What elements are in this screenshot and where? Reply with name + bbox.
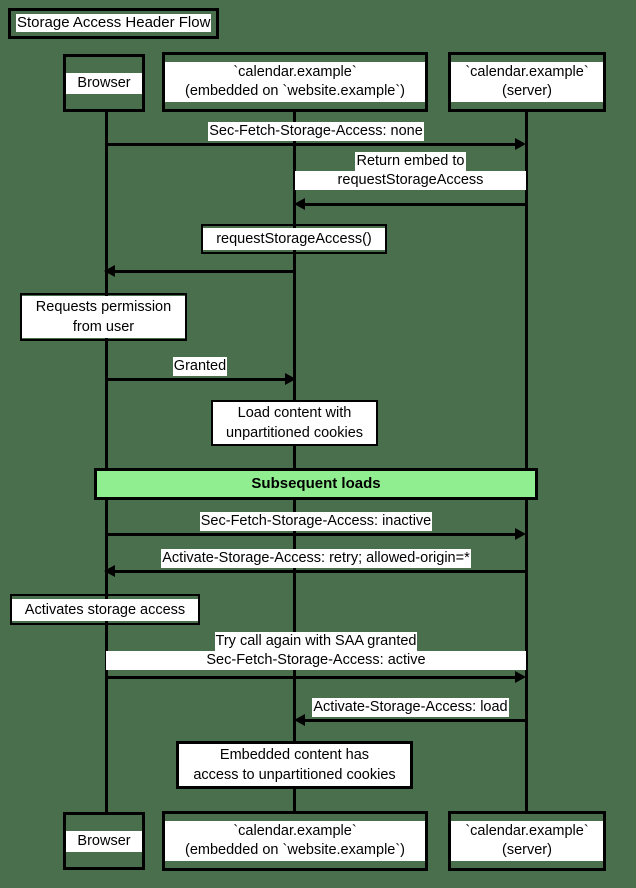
arrowhead-left-icon: [104, 265, 115, 277]
note-activates-storage-access: Activates storage access: [10, 594, 200, 625]
message-arrow-activate-retry: [114, 570, 527, 573]
participant-browser-bottom[interactable]: Browser: [63, 812, 145, 870]
diagram-title-box: Storage Access Header Flow: [8, 8, 220, 39]
arrowhead-left-icon: [294, 198, 305, 210]
lifeline-browser: [105, 112, 108, 812]
note-requests-permission-line2: from user: [72, 319, 135, 335]
lifeline-embed: [293, 112, 296, 812]
note-embedded-content-access: Embedded content has access to unpartiti…: [176, 741, 413, 789]
note-embedded-content-access-line1: Embedded content has: [219, 747, 370, 763]
participant-browser-top-label: Browser: [66, 72, 142, 94]
note-load-content: Load content with unpartitioned cookies: [211, 400, 378, 446]
diagram-title-text: Storage Access Header Flow: [16, 14, 212, 32]
message-label-return-embed-line2: requestStorageAccess: [295, 171, 526, 190]
message-label-try-call-again-line1: Try call again with SAA granted: [214, 632, 418, 651]
note-request-storage-access: requestStorageAccess(): [201, 224, 387, 254]
message-label-try-call-again: Try call again with SAA granted Sec-Fetc…: [106, 632, 526, 670]
participant-browser-bottom-label: Browser: [66, 830, 142, 852]
participant-embed-bottom-line1: `calendar.example`: [233, 823, 357, 839]
participant-server-bottom-line1: `calendar.example`: [465, 823, 589, 839]
participant-server-bottom-line2: (server): [502, 842, 552, 858]
message-label-sec-fetch-none: Sec-Fetch-Storage-Access: none: [208, 122, 424, 141]
participant-embed-top-line1: `calendar.example`: [233, 64, 357, 80]
arrowhead-right-icon: [285, 373, 296, 385]
note-activates-storage-access-text: Activates storage access: [12, 598, 198, 621]
message-arrow-try-call-again: [106, 676, 516, 679]
note-requests-permission-line1: Requests permission: [35, 299, 172, 315]
message-arrow-granted: [106, 378, 286, 381]
participant-server-top-line2: (server): [502, 83, 552, 99]
participant-server-bottom[interactable]: `calendar.example` (server): [448, 811, 606, 871]
arrowhead-right-icon: [515, 671, 526, 683]
message-arrow-sec-fetch-none: [106, 143, 516, 146]
note-request-storage-access-text: requestStorageAccess(): [203, 228, 385, 250]
message-label-return-embed-line1: Return embed to: [355, 152, 466, 171]
participant-embed-top-line2: (embedded on `website.example`): [184, 83, 406, 99]
participant-server-top-line1: `calendar.example`: [465, 64, 589, 80]
message-label-activate-retry: Activate-Storage-Access: retry; allowed-…: [161, 549, 471, 568]
note-requests-permission: Requests permission from user: [20, 293, 187, 341]
note-load-content-line2: unpartitioned cookies: [225, 425, 364, 441]
message-label-return-embed: Return embed to requestStorageAccess: [295, 152, 526, 190]
participant-embed-top[interactable]: `calendar.example` (embedded on `website…: [162, 52, 428, 112]
note-embedded-content-access-line2: access to unpartitioned cookies: [193, 767, 396, 783]
message-arrow-return-embed: [304, 203, 527, 206]
message-arrow-embed-to-browser: [114, 270, 296, 273]
arrowhead-right-icon: [515, 138, 526, 150]
section-divider-label: Subsequent loads: [251, 475, 381, 492]
arrowhead-left-icon: [294, 714, 305, 726]
note-load-content-line1: Load content with: [237, 405, 352, 421]
message-arrow-sec-fetch-inactive: [106, 533, 516, 536]
arrowhead-right-icon: [515, 528, 526, 540]
participant-embed-bottom-line2: (embedded on `website.example`): [184, 842, 406, 858]
participant-server-top[interactable]: `calendar.example` (server): [448, 52, 606, 112]
message-arrow-activate-load: [304, 719, 527, 722]
arrowhead-left-icon: [104, 565, 115, 577]
participant-embed-bottom[interactable]: `calendar.example` (embedded on `website…: [162, 811, 428, 871]
message-label-try-call-again-line2: Sec-Fetch-Storage-Access: active: [106, 651, 526, 670]
message-label-sec-fetch-inactive: Sec-Fetch-Storage-Access: inactive: [199, 512, 433, 531]
lifeline-server: [525, 112, 528, 812]
participant-browser-top[interactable]: Browser: [63, 54, 145, 112]
message-label-granted: Granted: [172, 357, 228, 376]
message-label-activate-load: Activate-Storage-Access: load: [312, 698, 509, 717]
section-divider-subsequent-loads: Subsequent loads: [94, 468, 538, 500]
